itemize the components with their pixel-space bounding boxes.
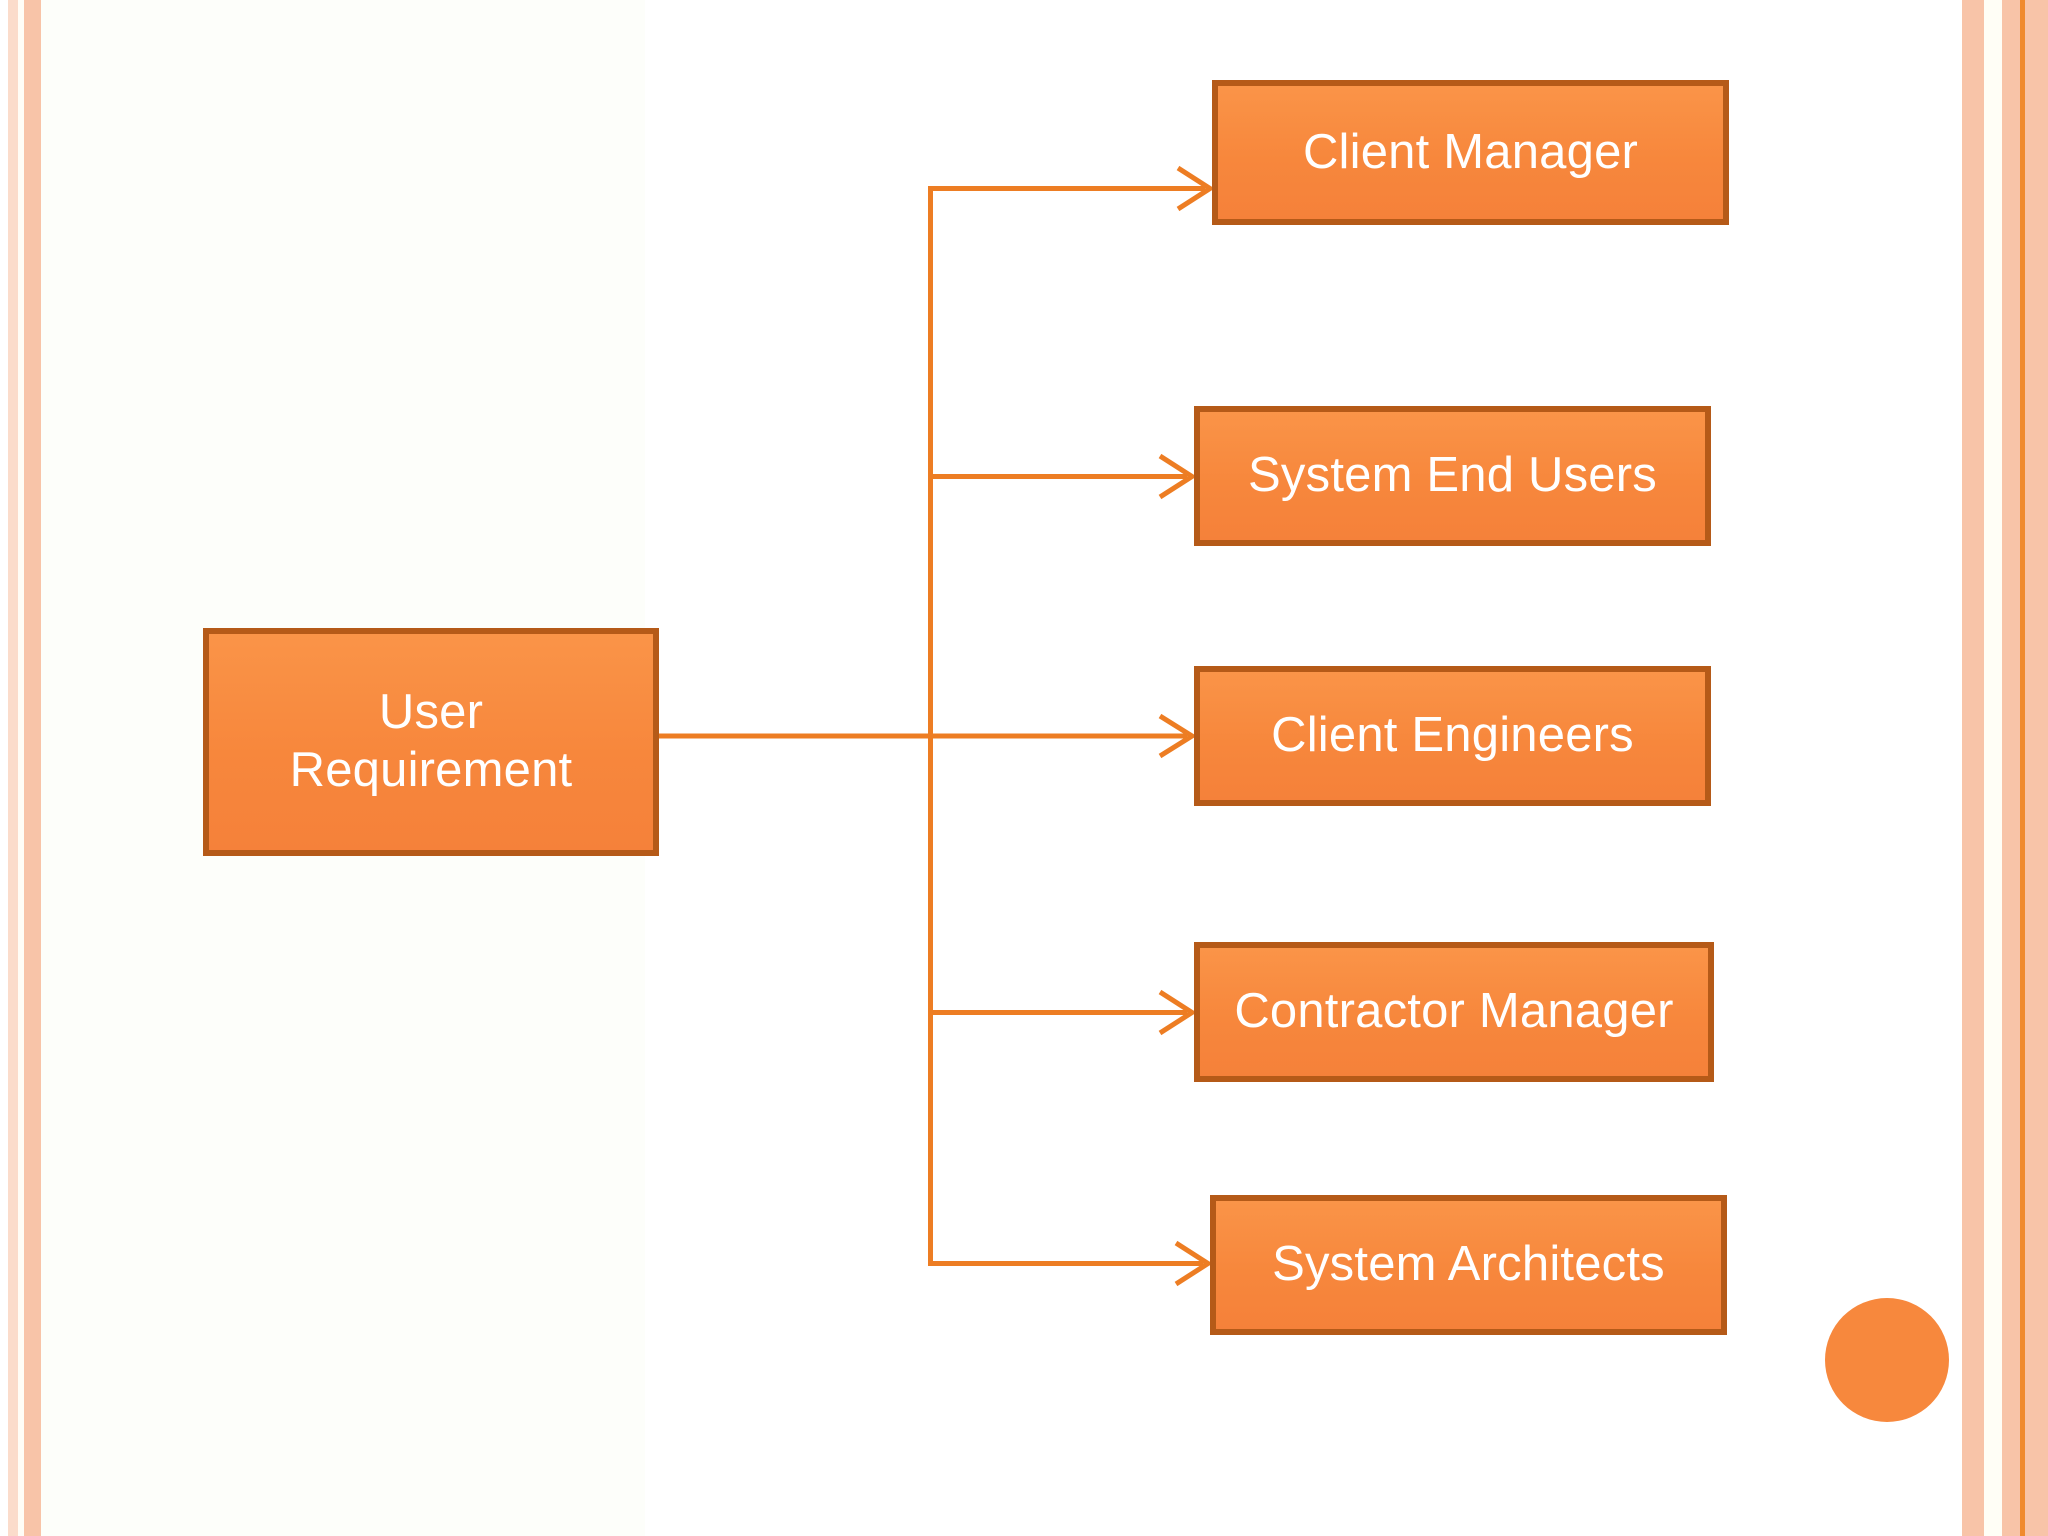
accent-circle bbox=[1825, 1298, 1949, 1422]
node-client-manager[interactable]: Client Manager bbox=[1212, 80, 1729, 225]
arrowhead-client-manager bbox=[1176, 165, 1215, 212]
node-system-architects[interactable]: System Architects bbox=[1210, 1195, 1727, 1335]
node-contractor-manager[interactable]: Contractor Manager bbox=[1194, 942, 1714, 1082]
left-stripe-peach bbox=[24, 0, 41, 1536]
arrowhead-system-end-users bbox=[1158, 453, 1197, 500]
right-stripe-orange-line bbox=[2020, 0, 2025, 1536]
node-system-end-users[interactable]: System End Users bbox=[1194, 406, 1711, 546]
right-stripe-peach-c bbox=[2025, 0, 2048, 1536]
node-user-requirement[interactable]: User Requirement bbox=[203, 628, 659, 856]
right-stripe-peach-a bbox=[1962, 0, 1984, 1536]
right-stripe-white bbox=[1984, 0, 2002, 1536]
right-stripe-peach-b bbox=[2002, 0, 2020, 1536]
node-client-engineers[interactable]: Client Engineers bbox=[1194, 666, 1711, 806]
left-stripe-white bbox=[18, 0, 24, 1536]
arrowhead-client-engineers bbox=[1158, 713, 1197, 759]
left-margin-white-stripe bbox=[0, 0, 8, 1536]
arrowhead-contractor-manager bbox=[1158, 989, 1197, 1036]
arrowhead-system-architects bbox=[1174, 1240, 1213, 1287]
left-stripe-pale bbox=[8, 0, 18, 1536]
